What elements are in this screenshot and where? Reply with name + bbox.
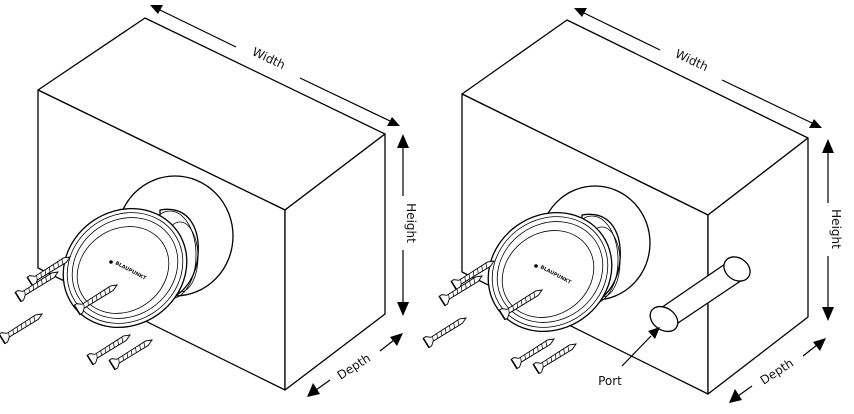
height-dimension: Height xyxy=(397,134,418,316)
box-side-face xyxy=(284,133,386,391)
port-tube xyxy=(649,256,751,333)
port-callout: Port xyxy=(598,327,660,388)
width-label: Width xyxy=(250,45,288,72)
sealed-enclosure-diagram: BLAUPUNKT Width Height xyxy=(0,5,418,397)
height-label: Height xyxy=(404,203,418,243)
depth-label: Depth xyxy=(758,356,796,388)
ported-enclosure-diagram: BLAUPUNKT Port Width xyxy=(422,8,843,403)
box-side-face xyxy=(707,137,809,395)
width-label: Width xyxy=(673,47,711,74)
height-label: Height xyxy=(829,209,843,249)
height-dimension: Height xyxy=(822,139,843,321)
depth-label: Depth xyxy=(335,351,373,383)
port-label: Port xyxy=(598,374,622,388)
